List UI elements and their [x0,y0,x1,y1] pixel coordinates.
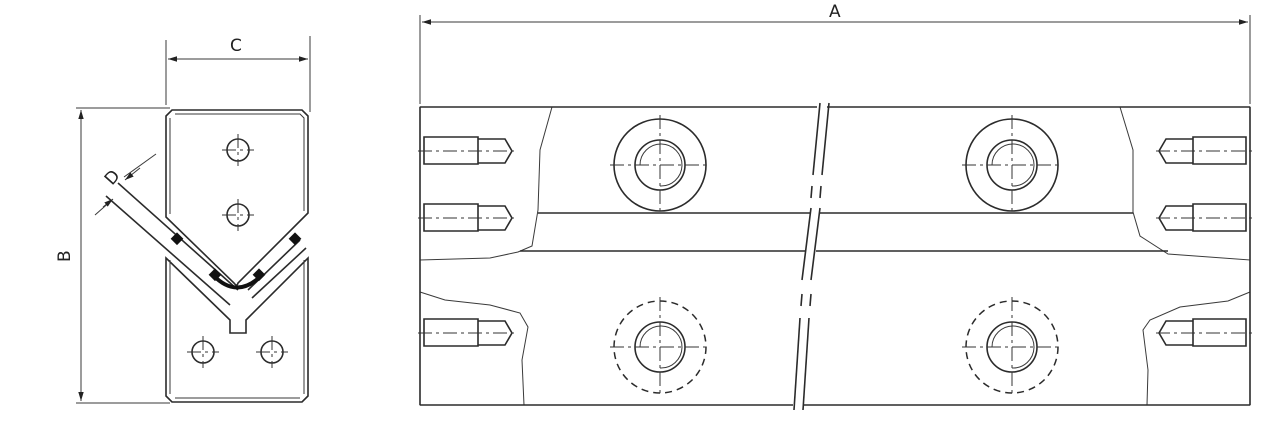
counterbore-hole [610,115,710,215]
mounting-hole [221,133,255,167]
mounting-hole [255,335,289,369]
hatched-section-right-bottom [1142,291,1251,406]
upper-block-outline [165,109,309,286]
hidden-counterbore-hole [962,297,1062,397]
counterbore-hole [962,115,1062,215]
hatched-section-left-bottom [419,291,529,406]
threaded-hole-left [418,136,515,347]
dimension-label-a: A [829,2,841,22]
dimension-a: A [419,2,1251,104]
hatched-section-left-top [419,106,553,261]
dimension-label-c: C [230,36,242,56]
break-lines [793,102,830,411]
v-rail [105,182,307,306]
mounting-hole [221,198,255,232]
dimension-d: D [94,153,157,216]
dimension-b: B [55,107,170,404]
dimension-label-b: B [55,250,75,262]
dimension-c: C [165,36,311,112]
hatched-section-right-top [1119,106,1251,261]
threaded-hole-right [1156,136,1252,347]
lower-block-outline [165,256,309,403]
end-view: C B [55,36,311,404]
hidden-counterbore-hole [610,297,710,397]
side-view: A [418,2,1252,411]
mounting-hole [186,335,220,369]
